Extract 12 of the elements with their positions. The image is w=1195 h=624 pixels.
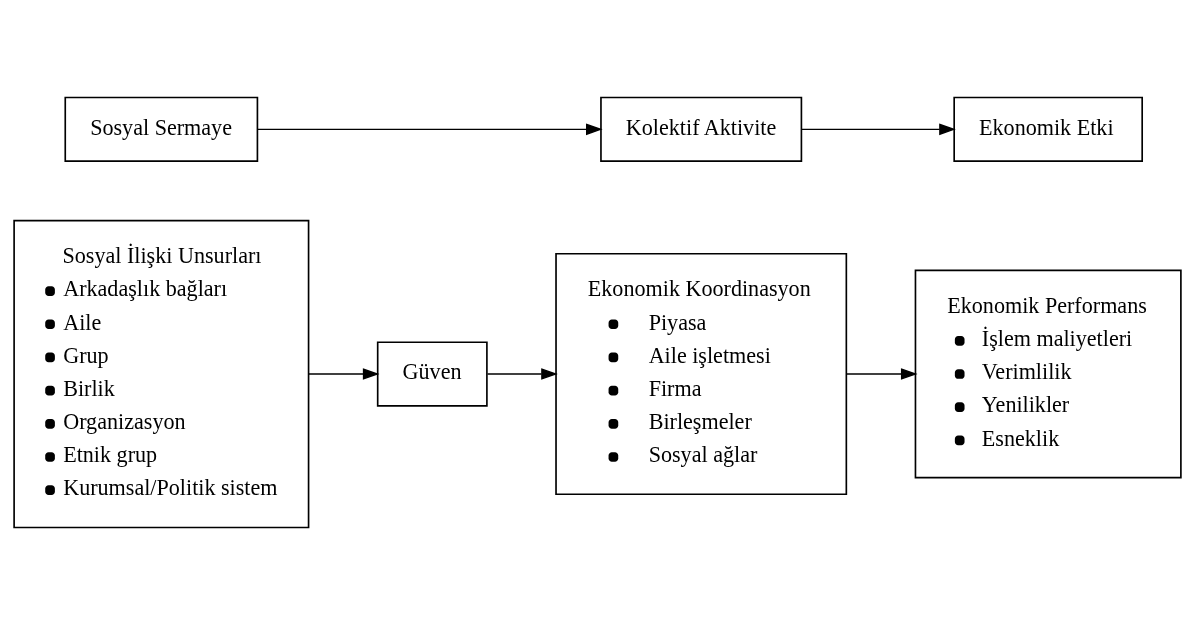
node-box: Ekonomik Etki	[953, 96, 1143, 162]
arrow	[845, 367, 918, 380]
node-box: Ekonomik Performans İşlem maliyetleri Verimlilik Yenilikler Esneklik	[914, 269, 1182, 479]
node-box: Güven	[376, 340, 488, 407]
node-box: Sosyal Sermaye	[64, 96, 259, 162]
arrow	[800, 123, 956, 135]
arrow	[256, 123, 603, 135]
node-box: Ekonomik Koordinasyon Piyasa Aile işletmesi Firma Birleşmeler Sosyal ağlar	[555, 252, 848, 495]
arrow	[307, 367, 380, 380]
node-box: Kolektif Aktivite	[600, 96, 803, 162]
arrow	[486, 367, 558, 380]
node-box: Sosyal İlişki Unsurları Arkadaşlık bağları Aile Grup Birlik Organizasyon Etnik grup Kurumsal/Politik sistem	[13, 219, 310, 528]
